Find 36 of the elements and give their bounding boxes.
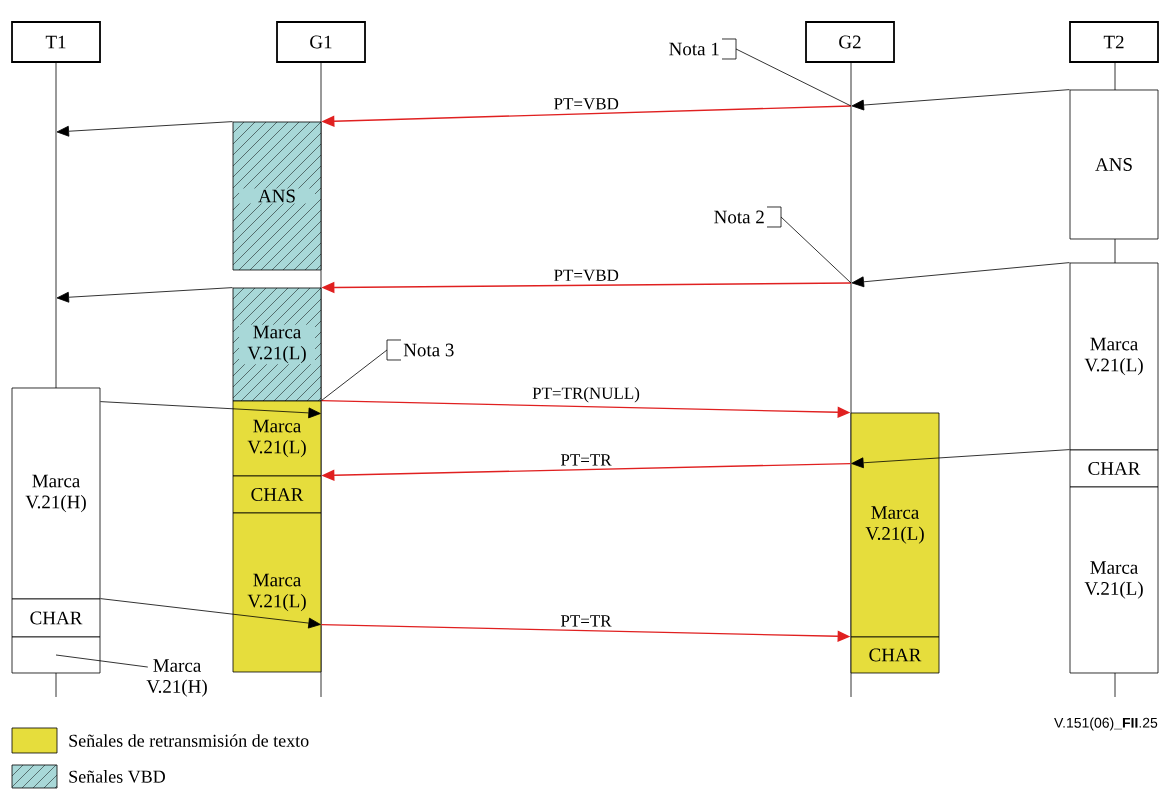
- activation-box: CHAR: [850, 636, 940, 674]
- lifeline-header: T2: [1069, 21, 1159, 63]
- callout-text: Marca V.21(H): [146, 659, 207, 697]
- hatched-box: ANS: [232, 121, 322, 271]
- arrow: [56, 287, 233, 303]
- arrow: [100, 401, 321, 419]
- activation-box: CHAR: [11, 598, 101, 638]
- legend-label: Señales de retransmisión de texto: [69, 734, 309, 747]
- arrow: [851, 449, 1070, 469]
- activation-box: CHAR: [1069, 449, 1159, 488]
- lifeline-header: G1: [276, 21, 366, 63]
- note-label: Nota 1: [669, 42, 719, 56]
- figure-id: V.151(06)_FII.25: [1054, 717, 1158, 731]
- note-label: Nota 2: [714, 210, 764, 224]
- note-label: Nota 3: [403, 343, 454, 357]
- hatched-box: Marca V.21(L): [232, 287, 322, 402]
- leader-line: [321, 349, 388, 401]
- lifeline-header: T1: [11, 21, 101, 63]
- activation-box: CHAR: [232, 475, 322, 514]
- leader-line: [55, 654, 149, 668]
- arrow: [100, 598, 321, 629]
- edge-label: PT=TR: [559, 453, 613, 467]
- arrow: [56, 121, 233, 137]
- edge-label: PT=VBD: [552, 97, 620, 111]
- arrow: [851, 89, 1070, 111]
- lifeline-header: G2: [805, 21, 895, 63]
- edge-label: PT=TR: [559, 614, 613, 628]
- empty-box: [11, 636, 101, 674]
- legend-label: Señales VBD: [69, 770, 165, 783]
- activation-box: ANS: [1069, 89, 1159, 240]
- leader-line: [735, 48, 852, 107]
- edge-label: PT=TR(NULL): [531, 386, 641, 404]
- edge-label: PT=VBD: [552, 268, 620, 283]
- arrow: [851, 262, 1070, 288]
- activation-box: Marca V.21(L): [232, 400, 322, 477]
- leader-line: [780, 216, 852, 284]
